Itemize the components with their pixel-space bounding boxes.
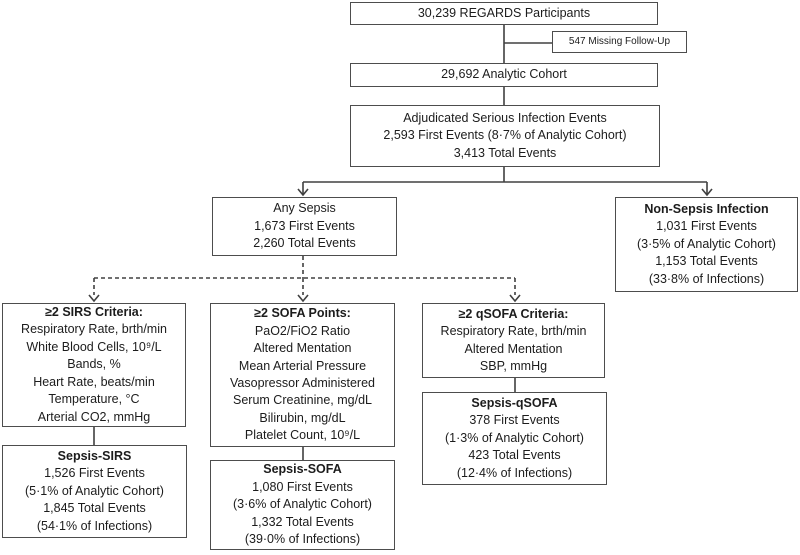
non-sepsis-infection-box: Non-Sepsis Infection 1,031 First Events … — [615, 197, 798, 292]
sepsis-sofa-line: 1,332 Total Events — [251, 514, 354, 529]
sepsis-qsofa-line: 378 First Events — [469, 413, 560, 428]
sepsis-sirs-line: 1,526 First Events — [44, 466, 145, 481]
sofa-points-line: Platelet Count, 10⁹/L — [244, 428, 361, 443]
sepsis-sirs-line: (54·1% of Infections) — [36, 518, 153, 533]
adjudicated-line: 3,413 Total Events — [453, 145, 557, 160]
adjudicated-line: 2,593 First Events (8·7% of Analytic Coh… — [383, 128, 627, 143]
sepsis-sofa-line: 1,080 First Events — [252, 479, 353, 494]
missing-followup-box: 547 Missing Follow-Up — [552, 31, 687, 53]
participants-text: 30,239 REGARDS Participants — [417, 5, 591, 20]
sofa-points-line: PaO2/FiO2 Ratio — [254, 323, 351, 338]
sepsis-sofa-box: Sepsis-SOFA 1,080 First Events (3·6% of … — [210, 460, 395, 550]
arrowhead-non-sepsis — [701, 188, 713, 197]
sepsis-qsofa-line: 423 Total Events — [468, 448, 561, 463]
participants-box: 30,239 REGARDS Participants — [350, 2, 658, 25]
arrowhead-sofa — [297, 294, 309, 303]
adjudicated-line: Adjudicated Serious Infection Events — [403, 110, 607, 125]
sirs-criteria-line: Temperature, °C — [48, 392, 140, 407]
sepsis-qsofa-box: Sepsis-qSOFA 378 First Events (1·3% of A… — [422, 392, 607, 485]
any-sepsis-box: Any Sepsis 1,673 First Events 2,260 Tota… — [212, 197, 397, 256]
non-sepsis-title: Non-Sepsis Infection — [644, 201, 769, 216]
non-sepsis-line: 1,031 First Events — [656, 219, 757, 234]
qsofa-criteria-line: SBP, mmHg — [479, 358, 548, 373]
sepsis-sirs-box: Sepsis-SIRS 1,526 First Events (5·1% of … — [2, 445, 187, 538]
sofa-points-line: Serum Creatinine, mg/dL — [233, 393, 372, 408]
any-sepsis-line: Any Sepsis — [273, 201, 336, 216]
qsofa-criteria-box: ≥2 qSOFA Criteria: Respiratory Rate, brt… — [422, 303, 605, 378]
arrowhead-sirs — [88, 294, 100, 303]
missing-followup-text: 547 Missing Follow-Up — [568, 36, 671, 47]
arrowhead-any-sepsis — [297, 188, 309, 197]
sirs-criteria-box: ≥2 SIRS Criteria: Respiratory Rate, brth… — [2, 303, 186, 427]
non-sepsis-line: (3·5% of Analytic Cohort) — [637, 236, 776, 251]
sofa-points-line: Vasopressor Administered — [230, 376, 375, 390]
sirs-criteria-line: White Blood Cells, 10⁹/L — [26, 339, 162, 354]
sepsis-sirs-line: (5·1% of Analytic Cohort) — [25, 483, 164, 498]
qsofa-criteria-title: ≥2 qSOFA Criteria: — [458, 306, 569, 321]
analytic-cohort-box: 29,692 Analytic Cohort — [350, 63, 658, 87]
sofa-points-line: Bilirubin, mg/dL — [259, 410, 346, 425]
sirs-criteria-line: Bands, % — [67, 357, 121, 372]
sirs-criteria-line: Heart Rate, beats/min — [33, 374, 155, 389]
qsofa-criteria-line: Altered Mentation — [464, 341, 563, 356]
sofa-points-line: Mean Arterial Pressure — [238, 358, 367, 373]
sofa-points-box: ≥2 SOFA Points: PaO2/FiO2 Ratio Altered … — [210, 303, 395, 447]
sepsis-qsofa-title: Sepsis-qSOFA — [471, 395, 558, 410]
sirs-criteria-line: Respiratory Rate, brth/min — [21, 322, 167, 337]
sepsis-sirs-title: Sepsis-SIRS — [57, 448, 132, 463]
sepsis-qsofa-line: (12·4% of Infections) — [456, 465, 573, 480]
sepsis-sirs-line: 1,845 Total Events — [43, 501, 146, 516]
sepsis-sofa-title: Sepsis-SOFA — [263, 462, 342, 477]
sirs-criteria-title: ≥2 SIRS Criteria: — [45, 305, 143, 320]
analytic-cohort-text: 29,692 Analytic Cohort — [441, 67, 567, 82]
sepsis-qsofa-line: (1·3% of Analytic Cohort) — [445, 430, 584, 445]
arrowhead-qsofa — [509, 294, 521, 303]
non-sepsis-line: (33·8% of Infections) — [648, 271, 765, 286]
sofa-points-title: ≥2 SOFA Points: — [254, 306, 351, 321]
adjudicated-events-box: Adjudicated Serious Infection Events 2,5… — [350, 105, 660, 167]
non-sepsis-line: 1,153 Total Events — [655, 254, 758, 269]
any-sepsis-line: 2,260 Total Events — [253, 236, 356, 251]
qsofa-criteria-line: Respiratory Rate, brth/min — [440, 324, 587, 339]
sepsis-sofa-line: (3·6% of Analytic Cohort) — [233, 497, 372, 512]
any-sepsis-line: 1,673 First Events — [254, 218, 355, 233]
sirs-criteria-line: Arterial CO2, mmHg — [37, 409, 151, 424]
sofa-points-line: Altered Mentation — [253, 341, 352, 356]
sepsis-sofa-line: (39·0% of Infections) — [244, 532, 361, 547]
